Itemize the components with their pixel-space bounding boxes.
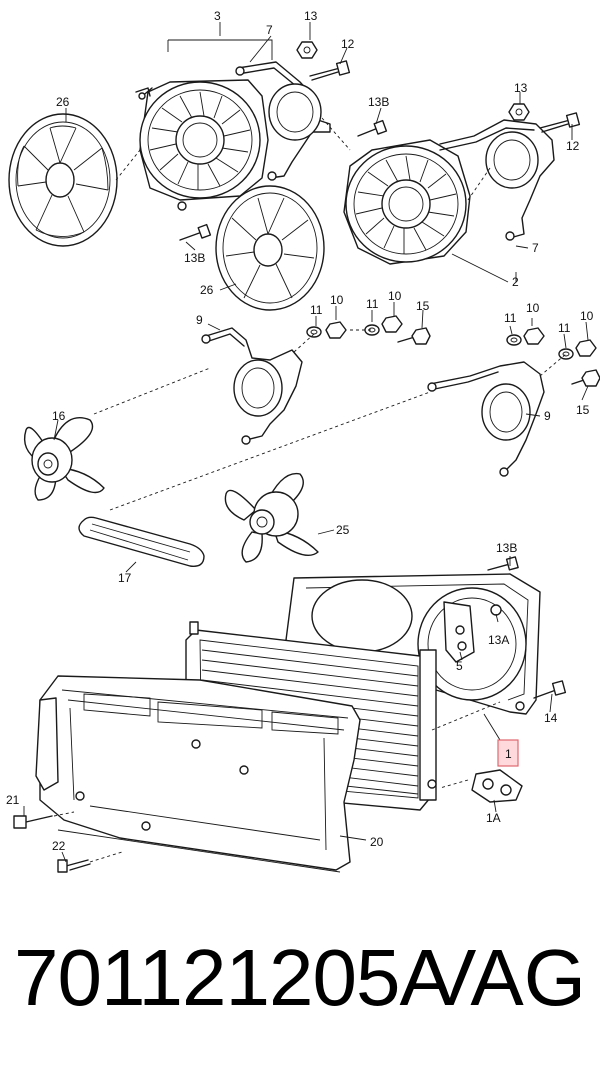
nut-13-top [296, 41, 318, 59]
callout-26: 26 [56, 95, 70, 109]
callout-7: 7 [532, 241, 539, 255]
callout-13: 13 [514, 81, 528, 95]
part-number: 701121205A [14, 933, 453, 1022]
fan-26-middle [215, 185, 325, 311]
bolt-13b-bottom [487, 556, 519, 571]
bolt-14 [533, 680, 567, 699]
motor-fan-16 [23, 417, 105, 501]
callout-7: 7 [266, 23, 273, 37]
callout-11: 11 [504, 311, 517, 325]
bolt-12-top [309, 60, 351, 81]
fastener-group-left [306, 315, 431, 345]
callout-12: 12 [566, 139, 580, 153]
nut-13-right [508, 103, 530, 121]
screw-21 [13, 815, 53, 829]
callout-10: 10 [330, 293, 344, 307]
front-panel-20 [35, 675, 361, 873]
callout-13b: 13B [496, 541, 517, 555]
callout-13b: 13B [184, 251, 205, 265]
fan-26-top [8, 113, 118, 247]
callout-2: 2 [512, 275, 519, 289]
callout-3: 3 [214, 9, 221, 23]
callout-15: 15 [416, 299, 430, 313]
highlight-box [497, 739, 519, 767]
motor-fan-25 [224, 472, 319, 563]
callout-10: 10 [388, 289, 402, 303]
bolt-13b-top [357, 119, 388, 137]
callout-11: 11 [310, 303, 323, 317]
callout-11: 11 [366, 297, 379, 311]
bolt-12-right [539, 112, 581, 133]
bolt-13b-left [179, 223, 212, 241]
callout-11: 11 [558, 321, 571, 335]
bracket-7-right [439, 119, 555, 241]
callout-10: 10 [526, 301, 540, 315]
callout-13a: 13A [488, 633, 509, 647]
callout-13b: 13B [368, 95, 389, 109]
callout-22: 22 [52, 839, 66, 853]
radiator-shroud [285, 573, 541, 715]
fan-shroud-3 [135, 79, 269, 211]
callout-13: 13 [304, 9, 318, 23]
callout-17: 17 [118, 571, 132, 585]
bracket-9-right [427, 361, 545, 477]
seal-1a [471, 769, 523, 803]
callout-20: 20 [370, 835, 384, 849]
callout-14: 14 [544, 711, 558, 725]
callout-1: 1 [505, 747, 512, 761]
callout-26: 26 [200, 283, 214, 297]
callout-1a: 1A [486, 811, 501, 825]
callout-16: 16 [52, 409, 66, 423]
callout-10: 10 [580, 309, 594, 323]
drive-belt-17 [78, 516, 205, 567]
brand-label: VAG [422, 933, 586, 1022]
screw-22 [57, 859, 91, 873]
callout-5: 5 [456, 659, 463, 673]
callout-9: 9 [196, 313, 203, 327]
callout-12: 12 [341, 37, 355, 51]
bracket-9-left [201, 327, 303, 445]
callout-15: 15 [576, 403, 590, 417]
fastener-group-right [506, 327, 600, 387]
callout-25: 25 [336, 523, 350, 537]
fan-shroud-2 [343, 139, 471, 265]
exploded-parts-diagram: 3 13 7 12 26 13B 13 12 13B 26 7 2 9 11 1… [6, 9, 600, 873]
callout-9: 9 [544, 409, 551, 423]
bracket-7-top [235, 61, 331, 181]
callout-21: 21 [6, 793, 20, 807]
